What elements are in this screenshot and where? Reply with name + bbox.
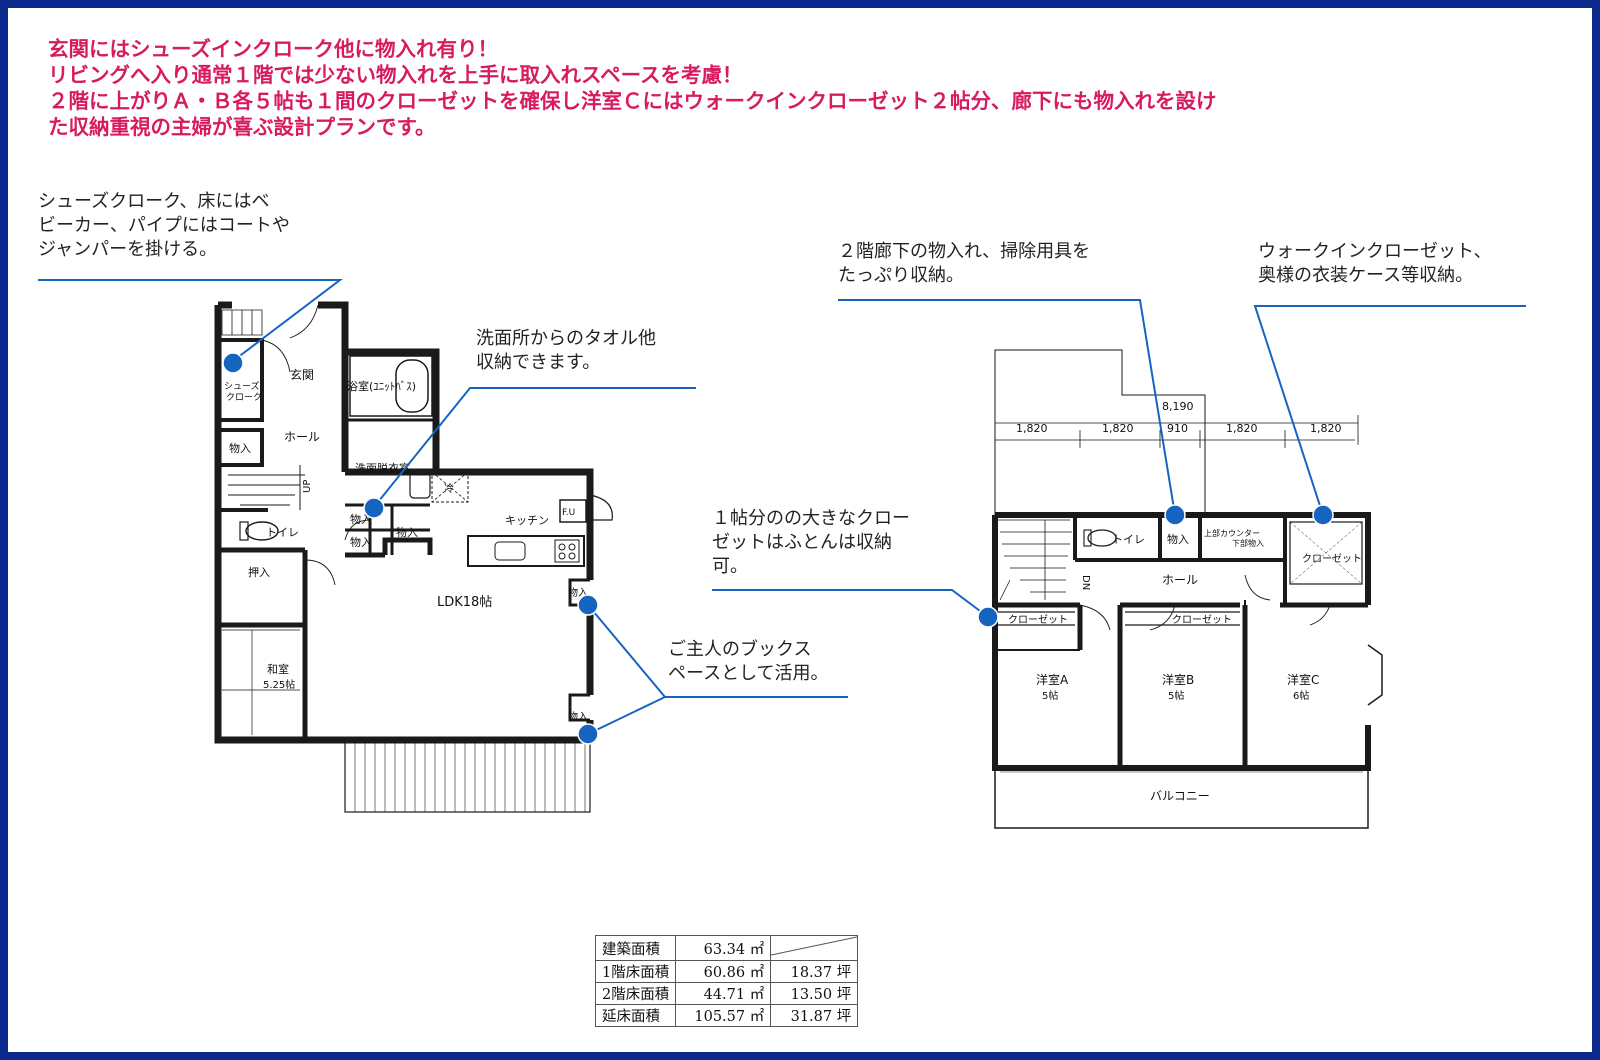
dot-futon [977, 606, 999, 628]
callout-bookspace: ご主人のブックス ペースとして活用。 [668, 639, 829, 684]
room-kitchen: キッチン [505, 514, 549, 527]
headline-line-2: リビングへ入り通常１階では少ない物入れを上手に取入れスペースを考慮！ [48, 63, 743, 87]
area-tsubo [770, 935, 859, 961]
f2-room-c-size: 6帖 [1293, 689, 1309, 702]
floor1-labels: 玄関 シューズ クローク ホール 物入 浴室(ﾕﾆｯﾄﾊﾞｽ) 洗面脱衣室 物入… [224, 367, 588, 723]
floor2-labels: 8,190 1,820 1,820 910 1,820 1,820 トイレ 物入… [1008, 400, 1362, 803]
dot-bookspace-1 [577, 594, 599, 616]
area-table: 建築面積 63.34 ㎡ 1階床面積 60.86 ㎡ 18.37 坪 2階床面積… [594, 935, 859, 1027]
dim-seg-2: 1,820 [1102, 422, 1134, 435]
dim-total: 8,190 [1162, 400, 1194, 413]
area-row: 1階床面積 60.86 ㎡ 18.37 坪 [594, 960, 859, 983]
room-storage-hall: 物入 [229, 441, 251, 455]
room-storage-ldk-2: 物入 [568, 710, 588, 723]
f2-stairs-dn: DN [1080, 575, 1091, 590]
dot-wash [363, 497, 385, 519]
area-m2: 44.71 ㎡ [675, 982, 772, 1005]
area-row: 延床面積 105.57 ㎡ 31.87 坪 [594, 1004, 859, 1027]
room-ldk: LDK18帖 [437, 595, 492, 610]
callout-walk-in-closet: ウォークインクローゼット、 奥様の衣装ケース等収納。 [1258, 241, 1492, 286]
f2-room-b-size: 5帖 [1168, 689, 1184, 702]
dot-walkin [1312, 504, 1334, 526]
f2-room-a-size: 5帖 [1042, 689, 1058, 702]
f2-balcony: バルコニー [1150, 789, 1210, 803]
fu-label: F.U [562, 508, 575, 518]
f2-room-storage: 物入 [1167, 532, 1189, 546]
leader-futon [712, 589, 989, 618]
area-label: 2階床面積 [594, 982, 677, 1005]
room-hall: ホール [284, 430, 320, 444]
area-tsubo: 18.37 坪 [770, 960, 859, 983]
room-storage-wash-2: 物入 [350, 535, 372, 549]
area-label: 延床面積 [594, 1004, 677, 1027]
room-storage-wash-3: 物入 [396, 525, 418, 539]
room-washitsu-size: 5.25帖 [263, 678, 295, 691]
headline-line-4: た収納重視の主婦が喜ぶ設計プランです。 [48, 115, 436, 139]
room-washitsu: 和室 [267, 662, 289, 676]
callout-wash-storage: 洗面所からのタオル他 収納できます。 [476, 328, 656, 373]
headline: 玄関にはシューズインクローク他に物入れ有り！ リビングへ入り通常１階では少ない物… [48, 36, 1568, 140]
f2-closet-b: クローゼット [1172, 614, 1232, 626]
room-shoes-2: クローク [226, 392, 262, 403]
f2-counter-below: 下部物入 [1232, 538, 1264, 548]
dot-hall-storage [1164, 504, 1186, 526]
f2-room-c: 洋室C [1287, 672, 1319, 687]
room-washroom: 洗面脱衣室 [355, 461, 410, 475]
room-toilet: トイレ [266, 526, 299, 539]
room-bath: 浴室(ﾕﾆｯﾄﾊﾞｽ) [347, 379, 416, 393]
callout-shoes-cloak: シューズクローク、床にはベ ビーカー、パイプにはコートや ジャンパーを掛ける。 [38, 191, 290, 260]
dot-shoes [222, 352, 244, 374]
leader-shoes [38, 279, 343, 362]
f2-closet-c: クローゼット [1302, 553, 1362, 565]
room-genkan: 玄関 [290, 367, 314, 382]
leader-bookspace [587, 604, 848, 735]
dim-seg-1: 1,820 [1016, 422, 1048, 435]
floor2-plan [992, 349, 1383, 829]
leader-wash [373, 387, 696, 508]
dim-seg-5: 1,820 [1310, 422, 1342, 435]
area-tsubo: 31.87 坪 [770, 1004, 859, 1027]
fridge-label: 冷 [444, 482, 454, 495]
room-shoes-1: シューズ [224, 380, 260, 392]
headline-line-1: 玄関にはシューズインクローク他に物入れ有り！ [48, 37, 498, 61]
f2-room-a: 洋室A [1036, 672, 1069, 687]
dim-seg-3: 910 [1167, 422, 1188, 435]
leader-walkin [1253, 305, 1526, 516]
dot-bookspace-2 [577, 723, 599, 745]
area-label: 建築面積 [594, 935, 677, 961]
dim-seg-4: 1,820 [1226, 422, 1258, 435]
area-m2: 63.34 ㎡ [675, 935, 772, 961]
floor1-plan [214, 301, 613, 813]
area-tsubo: 13.50 坪 [770, 982, 859, 1005]
area-label: 1階床面積 [594, 960, 677, 983]
area-row: 建築面積 63.34 ㎡ [594, 935, 859, 961]
stairs-up-label: UP [302, 480, 313, 493]
leader-lines [38, 279, 1526, 735]
callout-futon-closet: １帖分のの大きなクロー ゼットはふとんは収納 可。 [712, 508, 910, 577]
f2-closet-a: クローゼット [1008, 614, 1068, 626]
f2-room-b: 洋室B [1162, 672, 1194, 687]
leader-dots [222, 352, 1334, 745]
callout-hall-storage: ２階廊下の物入れ、掃除用具を たっぷり収納。 [838, 241, 1091, 286]
headline-line-3: ２階に上がりＡ・Ｂ各５帖も１間のクローゼットを確保し洋室Ｃにはウォークインクロー… [48, 89, 1217, 113]
empty-cell-diagonal [771, 936, 858, 956]
area-m2: 105.57 ㎡ [675, 1004, 772, 1027]
area-m2: 60.86 ㎡ [675, 960, 772, 983]
leader-hall-storage [838, 299, 1176, 516]
f2-room-toilet: トイレ [1112, 533, 1145, 546]
f2-room-hall: ホール [1162, 573, 1198, 587]
room-oshiire: 押入 [248, 565, 270, 579]
f2-counter: 上部カウンター [1204, 528, 1260, 538]
area-row: 2階床面積 44.71 ㎡ 13.50 坪 [594, 982, 859, 1005]
